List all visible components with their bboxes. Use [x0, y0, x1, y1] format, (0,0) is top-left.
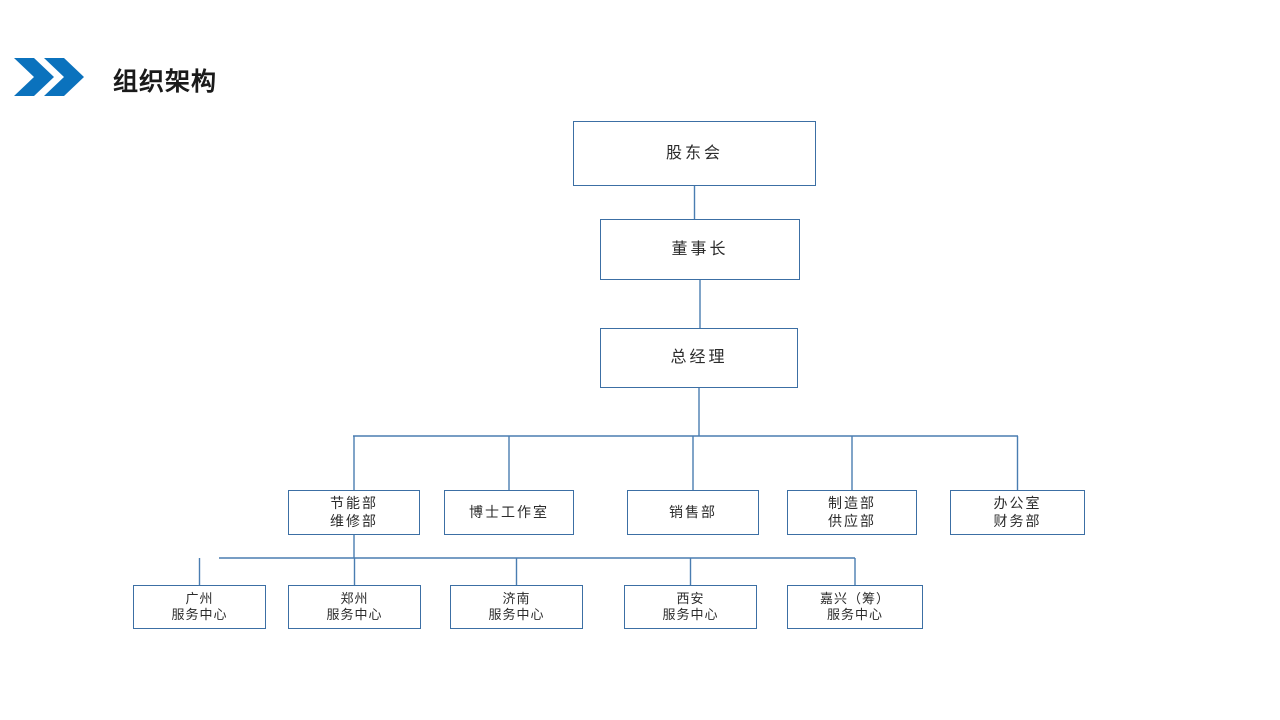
org-node-label: 济南 [502, 591, 531, 607]
org-node-shareholders[interactable]: 股东会 [573, 121, 816, 186]
org-node-label: 服务中心 [826, 607, 883, 622]
org-node-dept-office-finance[interactable]: 办公室财务部 [950, 490, 1085, 535]
org-node-label: 服务中心 [171, 607, 228, 622]
page-title: 组织架构 [113, 68, 218, 96]
org-node-dept-energy-maintenance[interactable]: 节能部维修部 [288, 490, 420, 535]
org-node-label: 财务部 [993, 512, 1042, 529]
org-node-label: 销售部 [669, 503, 717, 520]
org-node-label: 供应部 [828, 512, 876, 529]
org-node-label: 西安 [676, 591, 705, 607]
org-node-service-zhengzhou[interactable]: 郑州服务中心 [288, 585, 421, 629]
org-node-service-jinan[interactable]: 济南服务中心 [450, 585, 583, 629]
org-node-label: 博士工作室 [469, 503, 549, 520]
org-node-label: 服务中心 [662, 607, 719, 622]
org-node-label: 广州 [185, 591, 214, 607]
org-node-label: 郑州 [340, 591, 369, 607]
org-node-dept-manufacturing-supply[interactable]: 制造部供应部 [787, 490, 917, 535]
org-node-label: 董事长 [671, 240, 729, 258]
org-node-label: 维修部 [330, 512, 378, 529]
org-node-service-guangzhou[interactable]: 广州服务中心 [133, 585, 266, 629]
org-node-label: 股东会 [665, 144, 723, 162]
org-node-chairman[interactable]: 董事长 [600, 219, 800, 280]
org-node-general-manager[interactable]: 总经理 [600, 328, 798, 388]
org-node-service-xian[interactable]: 西安服务中心 [624, 585, 757, 629]
double-chevron-right-icon [14, 56, 86, 98]
org-node-dept-sales[interactable]: 销售部 [627, 490, 759, 535]
org-node-service-jiaxing[interactable]: 嘉兴（筹）服务中心 [787, 585, 923, 629]
org-node-label: 办公室 [993, 495, 1042, 512]
org-node-label: 制造部 [828, 495, 876, 512]
org-node-label: 节能部 [330, 495, 378, 512]
org-node-label: 服务中心 [326, 607, 383, 622]
slide-header: 组织架构 [0, 0, 1280, 120]
org-node-dept-doctoral-studio[interactable]: 博士工作室 [444, 490, 574, 535]
org-node-label: 总经理 [670, 349, 728, 367]
org-node-label: 嘉兴（筹） [819, 591, 890, 607]
org-node-label: 服务中心 [488, 607, 545, 622]
